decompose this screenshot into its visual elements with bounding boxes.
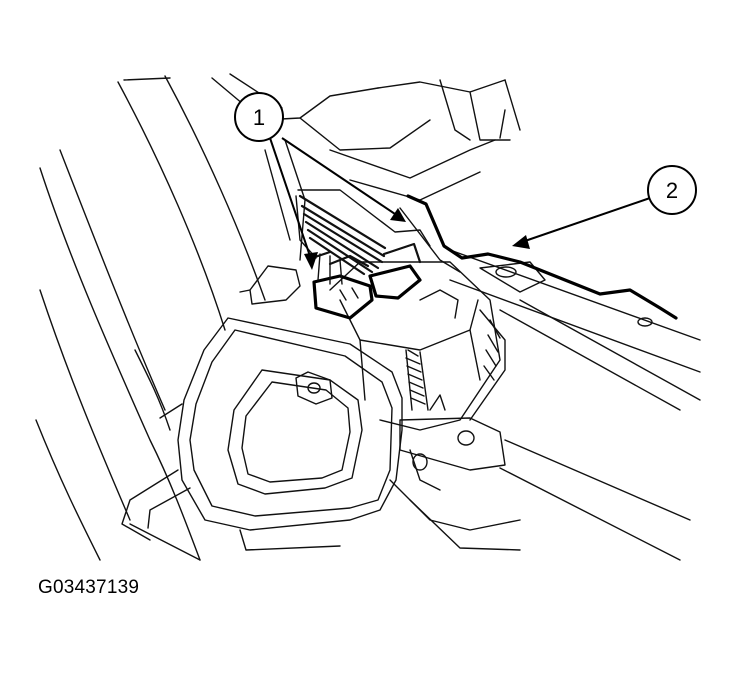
- adjust-spring: [405, 349, 429, 411]
- air-duct-outlet: [121, 317, 403, 551]
- wiring-harness: [295, 189, 431, 285]
- mounting-tab: [239, 265, 301, 305]
- background-panel-curves: [35, 75, 266, 561]
- callout-1-arrowhead-a: [304, 252, 318, 270]
- electrical-connector: [310, 242, 422, 320]
- control-cable: [399, 194, 678, 320]
- lower-bracket: [389, 417, 691, 561]
- callout-1-label: 1: [253, 105, 265, 130]
- frame-members: [211, 73, 521, 261]
- callout-2-leader: [521, 197, 651, 243]
- callout-1: 1: [234, 92, 406, 270]
- callout-1-leader-b: [281, 137, 399, 217]
- module-housing: [329, 261, 506, 431]
- callout-2: 2: [512, 165, 697, 249]
- callout-2-arrowhead: [512, 235, 530, 249]
- callout-1-leader-a: [269, 137, 313, 263]
- long-bracket: [449, 249, 701, 411]
- callout-2-circle: [647, 165, 697, 215]
- callout-2-label: 2: [666, 178, 678, 203]
- figure-id-label: G03437139: [38, 577, 140, 598]
- callout-1-arrowhead-b: [390, 208, 406, 222]
- callout-1-circle: [234, 92, 284, 142]
